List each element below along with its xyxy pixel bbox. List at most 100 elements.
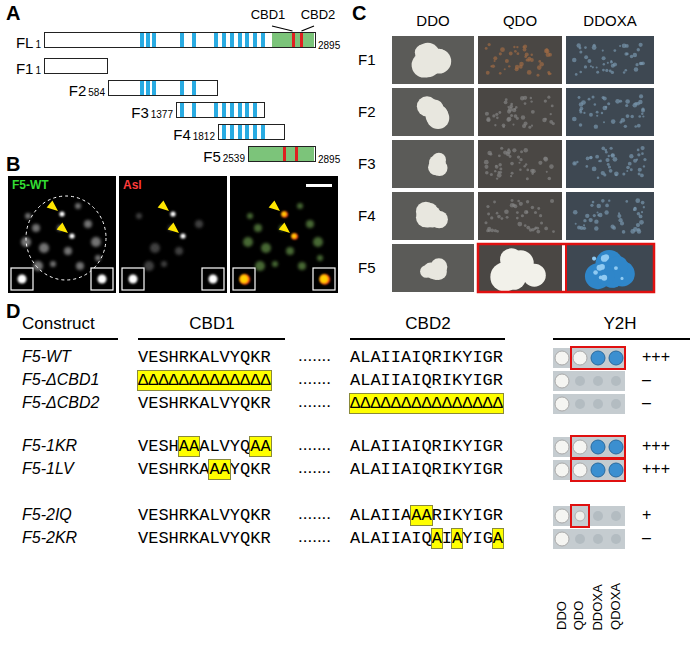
background-speckle (638, 168, 642, 172)
background-speckle (637, 48, 640, 51)
signal-spot (297, 203, 303, 209)
ellipsis: ....... (298, 435, 331, 455)
y2h-strip (553, 505, 625, 527)
background-speckle (643, 206, 645, 208)
colony-highlight (599, 264, 605, 270)
signal-spot (247, 213, 253, 219)
cbd-band (283, 147, 286, 161)
repeat-band (222, 33, 226, 47)
plate-ground (553, 371, 625, 391)
background-speckle (509, 52, 513, 56)
background-speckle (633, 159, 637, 163)
background-speckle (610, 61, 613, 64)
background-speckle (619, 45, 621, 47)
highlight-box (571, 436, 625, 458)
background-speckle (603, 121, 605, 123)
background-speckle (597, 176, 600, 179)
background-speckle (626, 114, 630, 118)
background-speckle (634, 125, 637, 128)
yeast-colony (428, 264, 444, 280)
yeast-spot (555, 374, 569, 388)
signal-spot (95, 255, 101, 261)
background-speckle (530, 169, 534, 173)
background-speckle (510, 103, 513, 106)
background-speckle (496, 212, 499, 215)
background-speckle (622, 173, 625, 176)
background-speckle (486, 229, 489, 232)
background-speckle (486, 117, 490, 121)
inset-frame (313, 268, 335, 290)
signal-spot (272, 261, 278, 267)
background-speckle (534, 211, 537, 214)
background-speckle (513, 46, 515, 48)
background-speckle (622, 43, 627, 48)
panel-b-art (8, 176, 338, 293)
inset-frame (91, 268, 113, 290)
highlight-box (478, 244, 654, 292)
inset-frame (122, 268, 144, 290)
repeat-band (238, 103, 242, 117)
column-label: DDO (554, 601, 569, 630)
repeat-band (253, 125, 257, 139)
plate-cell (566, 192, 654, 240)
background-speckle (620, 221, 624, 225)
background-speckle (484, 160, 489, 165)
repeat-band (192, 81, 196, 95)
background-speckle (543, 156, 547, 160)
background-speckle (550, 199, 554, 203)
sequence-run: ALAIIAIQ (350, 529, 432, 548)
background-speckle (622, 230, 626, 234)
panel-d-art (20, 339, 690, 549)
plate-cell (392, 192, 474, 240)
domain-label: CBD1 (251, 8, 286, 23)
background-speckle (500, 217, 503, 220)
background-speckle (519, 202, 523, 206)
background-speckle (544, 227, 548, 231)
micrograph-ground (8, 176, 116, 293)
repeat-band (222, 103, 226, 117)
background-speckle (531, 54, 533, 56)
header-underline (138, 338, 285, 340)
background-speckle (579, 50, 582, 53)
yeast-spot (575, 399, 585, 409)
residue-number: 2895 (318, 40, 340, 51)
background-speckle (625, 104, 628, 107)
column-header: Y2H (603, 314, 636, 334)
background-speckle (539, 214, 542, 217)
background-speckle (630, 229, 635, 234)
sequence: VESHRKALVYQKR (138, 529, 271, 549)
sequence-run: YIG (462, 529, 493, 548)
highlight-divider (565, 244, 567, 292)
plate-ground (566, 192, 654, 240)
signal-spot (64, 247, 72, 255)
background-speckle (630, 115, 633, 118)
mutation-highlight: AA (411, 506, 431, 525)
background-speckle (545, 49, 549, 53)
panel-letter: D (6, 300, 20, 323)
ellipsis: ....... (298, 392, 331, 412)
repeat-band (230, 33, 234, 47)
cbd-band (292, 33, 295, 47)
background-speckle (537, 74, 540, 77)
residue-number: 1 (35, 65, 41, 76)
sequence: ALAIIAAARIKYIGR (350, 506, 503, 526)
background-speckle (510, 175, 512, 177)
repeat-band (261, 33, 265, 47)
signal-spot (317, 255, 323, 261)
residue-number: 584 (88, 87, 105, 98)
background-speckle (592, 95, 595, 98)
interaction-score: + (642, 506, 651, 524)
plate-cell (566, 244, 654, 292)
fragment-name: F3 (131, 104, 149, 121)
background-speckle (641, 61, 645, 65)
fragment-bar: F525392895 (248, 146, 316, 162)
background-speckle (526, 169, 529, 172)
background-speckle (634, 102, 638, 106)
y2h-strip (553, 436, 625, 458)
background-speckle (605, 158, 609, 162)
micrograph-ground (230, 176, 338, 293)
sequence-run: RIKYIGR (432, 506, 503, 525)
background-speckle (592, 167, 597, 172)
arrowhead (158, 201, 169, 211)
